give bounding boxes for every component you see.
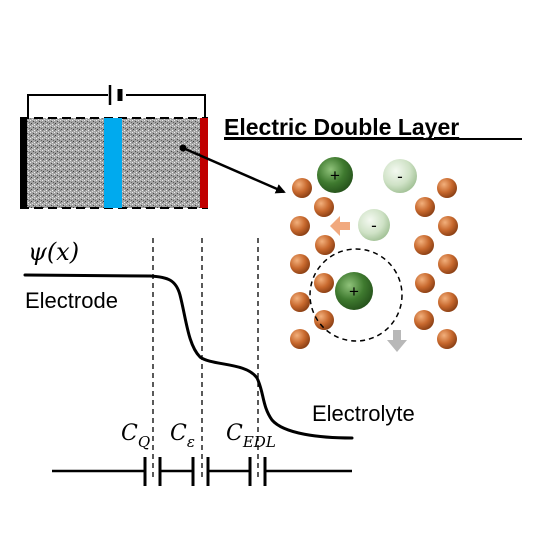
potential-curve	[23, 273, 354, 440]
anion-ion	[383, 159, 417, 193]
electrode-atom	[314, 197, 334, 217]
series-capacitor-circuit	[52, 457, 352, 486]
electrode-atom	[290, 329, 310, 349]
cell-schematic	[20, 85, 208, 209]
electrode-label: Electrode	[25, 288, 118, 313]
ce-label: Cε	[170, 421, 195, 451]
electrode-atom	[414, 235, 434, 255]
electrode-atom	[438, 216, 458, 236]
electrode-atom	[314, 310, 334, 330]
electrode-atom	[438, 292, 458, 312]
electrolyte-label: Electrolyte	[312, 401, 415, 426]
cation-symbol: +	[349, 282, 359, 301]
potential-label: ψ(x)	[28, 238, 79, 266]
anion-symbol: -	[371, 216, 377, 235]
anion-ion	[358, 209, 390, 241]
potential-profile: ψ(x) Electrode Electrolyte CQ Cε CEDL	[23, 238, 415, 478]
electrode-atom	[414, 310, 434, 330]
electrode-atom	[290, 216, 310, 236]
diagram-title: Electric Double Layer	[224, 114, 459, 140]
electrode-atom	[437, 329, 457, 349]
cedl-label: CEDL	[226, 421, 276, 451]
cq-label: CQ	[121, 421, 150, 451]
electrode-atom	[290, 254, 310, 274]
separator-bar	[104, 118, 122, 208]
cation-ion	[335, 272, 373, 310]
electrode-atom	[415, 273, 435, 293]
cation-ion	[317, 157, 353, 193]
circuit-wire	[27, 94, 206, 118]
electrode-atom	[314, 273, 334, 293]
electrode-atom	[438, 254, 458, 274]
electrode-atom	[437, 178, 457, 198]
electrode-atom	[292, 178, 312, 198]
anion-motion-arrow	[330, 216, 350, 236]
anion-symbol: -	[397, 167, 403, 186]
electrode-atom	[315, 235, 335, 255]
cation-motion-arrow	[387, 330, 407, 352]
pointer-origin-dot	[179, 144, 187, 152]
edl-zoom: + + - -	[290, 157, 458, 352]
electrode-right-bar	[200, 118, 208, 208]
solvation-orbit	[309, 248, 403, 342]
electrode-atom	[290, 292, 310, 312]
electrode-atom	[415, 197, 435, 217]
cation-symbol: +	[330, 166, 340, 185]
electrode-left-bar	[20, 118, 27, 208]
zoom-pointer-arrow	[182, 146, 286, 194]
